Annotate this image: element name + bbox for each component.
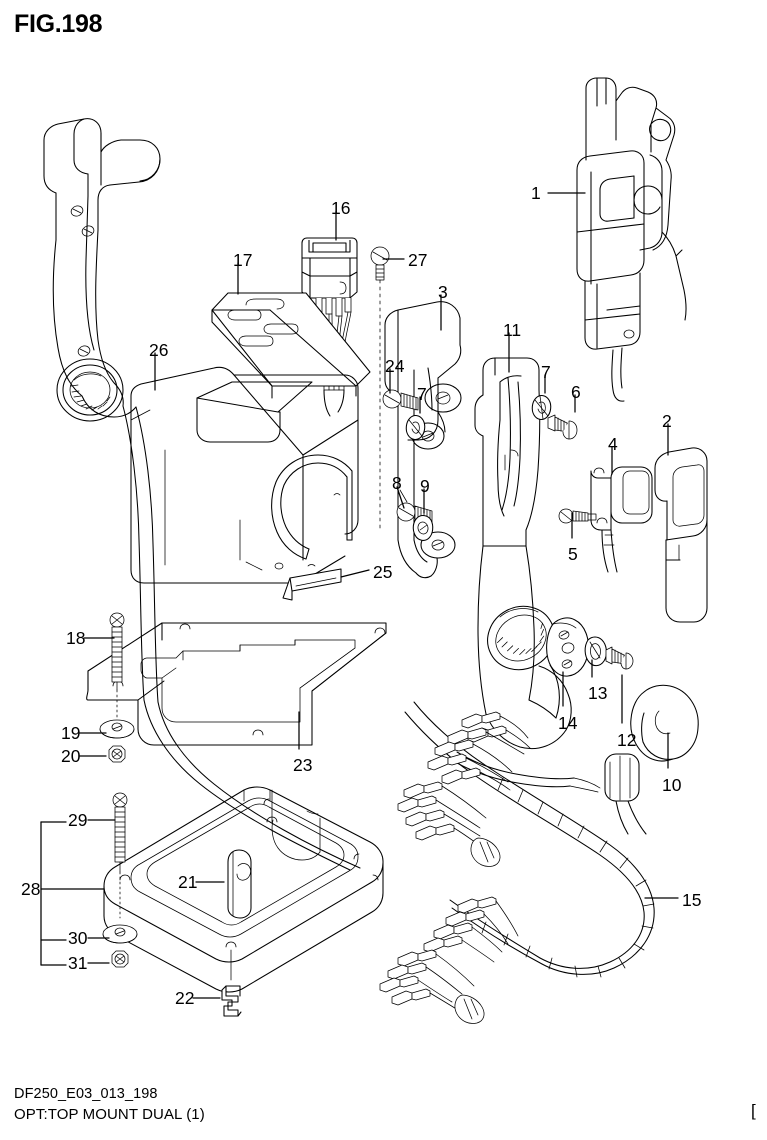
part-7a-lock-washer	[405, 415, 426, 440]
left-control-lever-group	[43, 118, 161, 703]
callout-10: 10	[662, 775, 682, 795]
connector-cluster-3	[397, 781, 487, 846]
part-23-upper-gasket-plate	[86, 622, 387, 746]
connector-cluster-5	[379, 949, 475, 1011]
part-28-lower-case	[103, 786, 384, 993]
callout-19: 19	[61, 723, 81, 743]
part-1-remote-control-box	[576, 77, 687, 402]
callout-31: 31	[68, 953, 88, 973]
part-10-round-cap	[630, 684, 699, 762]
part-27-screw	[370, 246, 390, 531]
callout-25: 25	[373, 562, 393, 582]
callout-16: 16	[331, 198, 351, 218]
callout-30: 30	[68, 928, 88, 948]
part-16-rocker-switch	[301, 237, 358, 417]
callout-11: 11	[503, 320, 522, 340]
callout-leaders	[40, 192, 679, 999]
footer-description: OPT:TOP MOUNT DUAL (1)	[14, 1106, 205, 1123]
part-14-friction-plate	[546, 617, 589, 677]
part-17-switch-bracket-plate	[211, 292, 371, 399]
callout-15: 15	[682, 890, 702, 910]
callout-22: 22	[175, 988, 195, 1008]
callout-17: 17	[233, 250, 253, 270]
part-12-bolt	[605, 646, 634, 670]
callout-13: 13	[588, 683, 608, 703]
callout-23: 23	[293, 755, 313, 775]
connector-cluster-2	[427, 739, 513, 791]
part-25-cover-trim	[282, 568, 342, 601]
part-21-grommet	[227, 849, 252, 919]
callout-18: 18	[66, 628, 86, 648]
part-15-wiring-harness	[143, 699, 655, 1024]
part-7b-lock-washer	[531, 395, 552, 420]
part-4-neutral-lock-knob	[590, 466, 653, 573]
part-5-screw	[558, 508, 597, 524]
callout-7b: 7	[541, 362, 551, 382]
part-9-washer	[412, 515, 434, 541]
main-connector-block	[604, 753, 647, 835]
callout-21: 21	[178, 872, 198, 892]
page-title: FIG.198	[14, 10, 103, 38]
callout-1: 1	[531, 183, 541, 203]
callout-3: 3	[438, 282, 448, 302]
fastener-stack-upper-left	[99, 612, 135, 763]
connector-cluster-1	[447, 711, 531, 755]
footer-part-code: DF250_E03_013_198	[14, 1086, 158, 1102]
part-24-bolt	[382, 389, 419, 411]
callout-7a: 7	[417, 384, 427, 404]
callout-29: 29	[68, 810, 88, 830]
callout-2: 2	[662, 411, 672, 431]
callout-24: 24	[385, 356, 405, 376]
connector-cluster-4	[423, 896, 519, 963]
part-13-wave-washer	[584, 636, 607, 667]
fastener-stack-lower-left	[102, 792, 138, 968]
callout-14: 14	[558, 713, 578, 733]
part-6-bolt	[547, 414, 578, 440]
callout-20: 20	[61, 746, 81, 766]
callout-9: 9	[420, 476, 430, 496]
part-2-side-cover	[654, 447, 708, 623]
callout-8: 8	[392, 473, 402, 493]
callout-5: 5	[568, 544, 578, 564]
corner-bracket-mark: [	[751, 1101, 756, 1120]
callout-27: 27	[408, 250, 428, 270]
part-26-main-housing	[130, 366, 359, 584]
callout-4: 4	[608, 434, 618, 454]
callout-6: 6	[571, 382, 581, 402]
callout-28: 28	[21, 879, 41, 899]
callout-12: 12	[617, 730, 637, 750]
callout-26: 26	[149, 340, 169, 360]
part-3-control-lever	[384, 301, 462, 579]
part-11-trim-lever	[474, 357, 572, 750]
part-22-cable-clip	[221, 985, 242, 1017]
